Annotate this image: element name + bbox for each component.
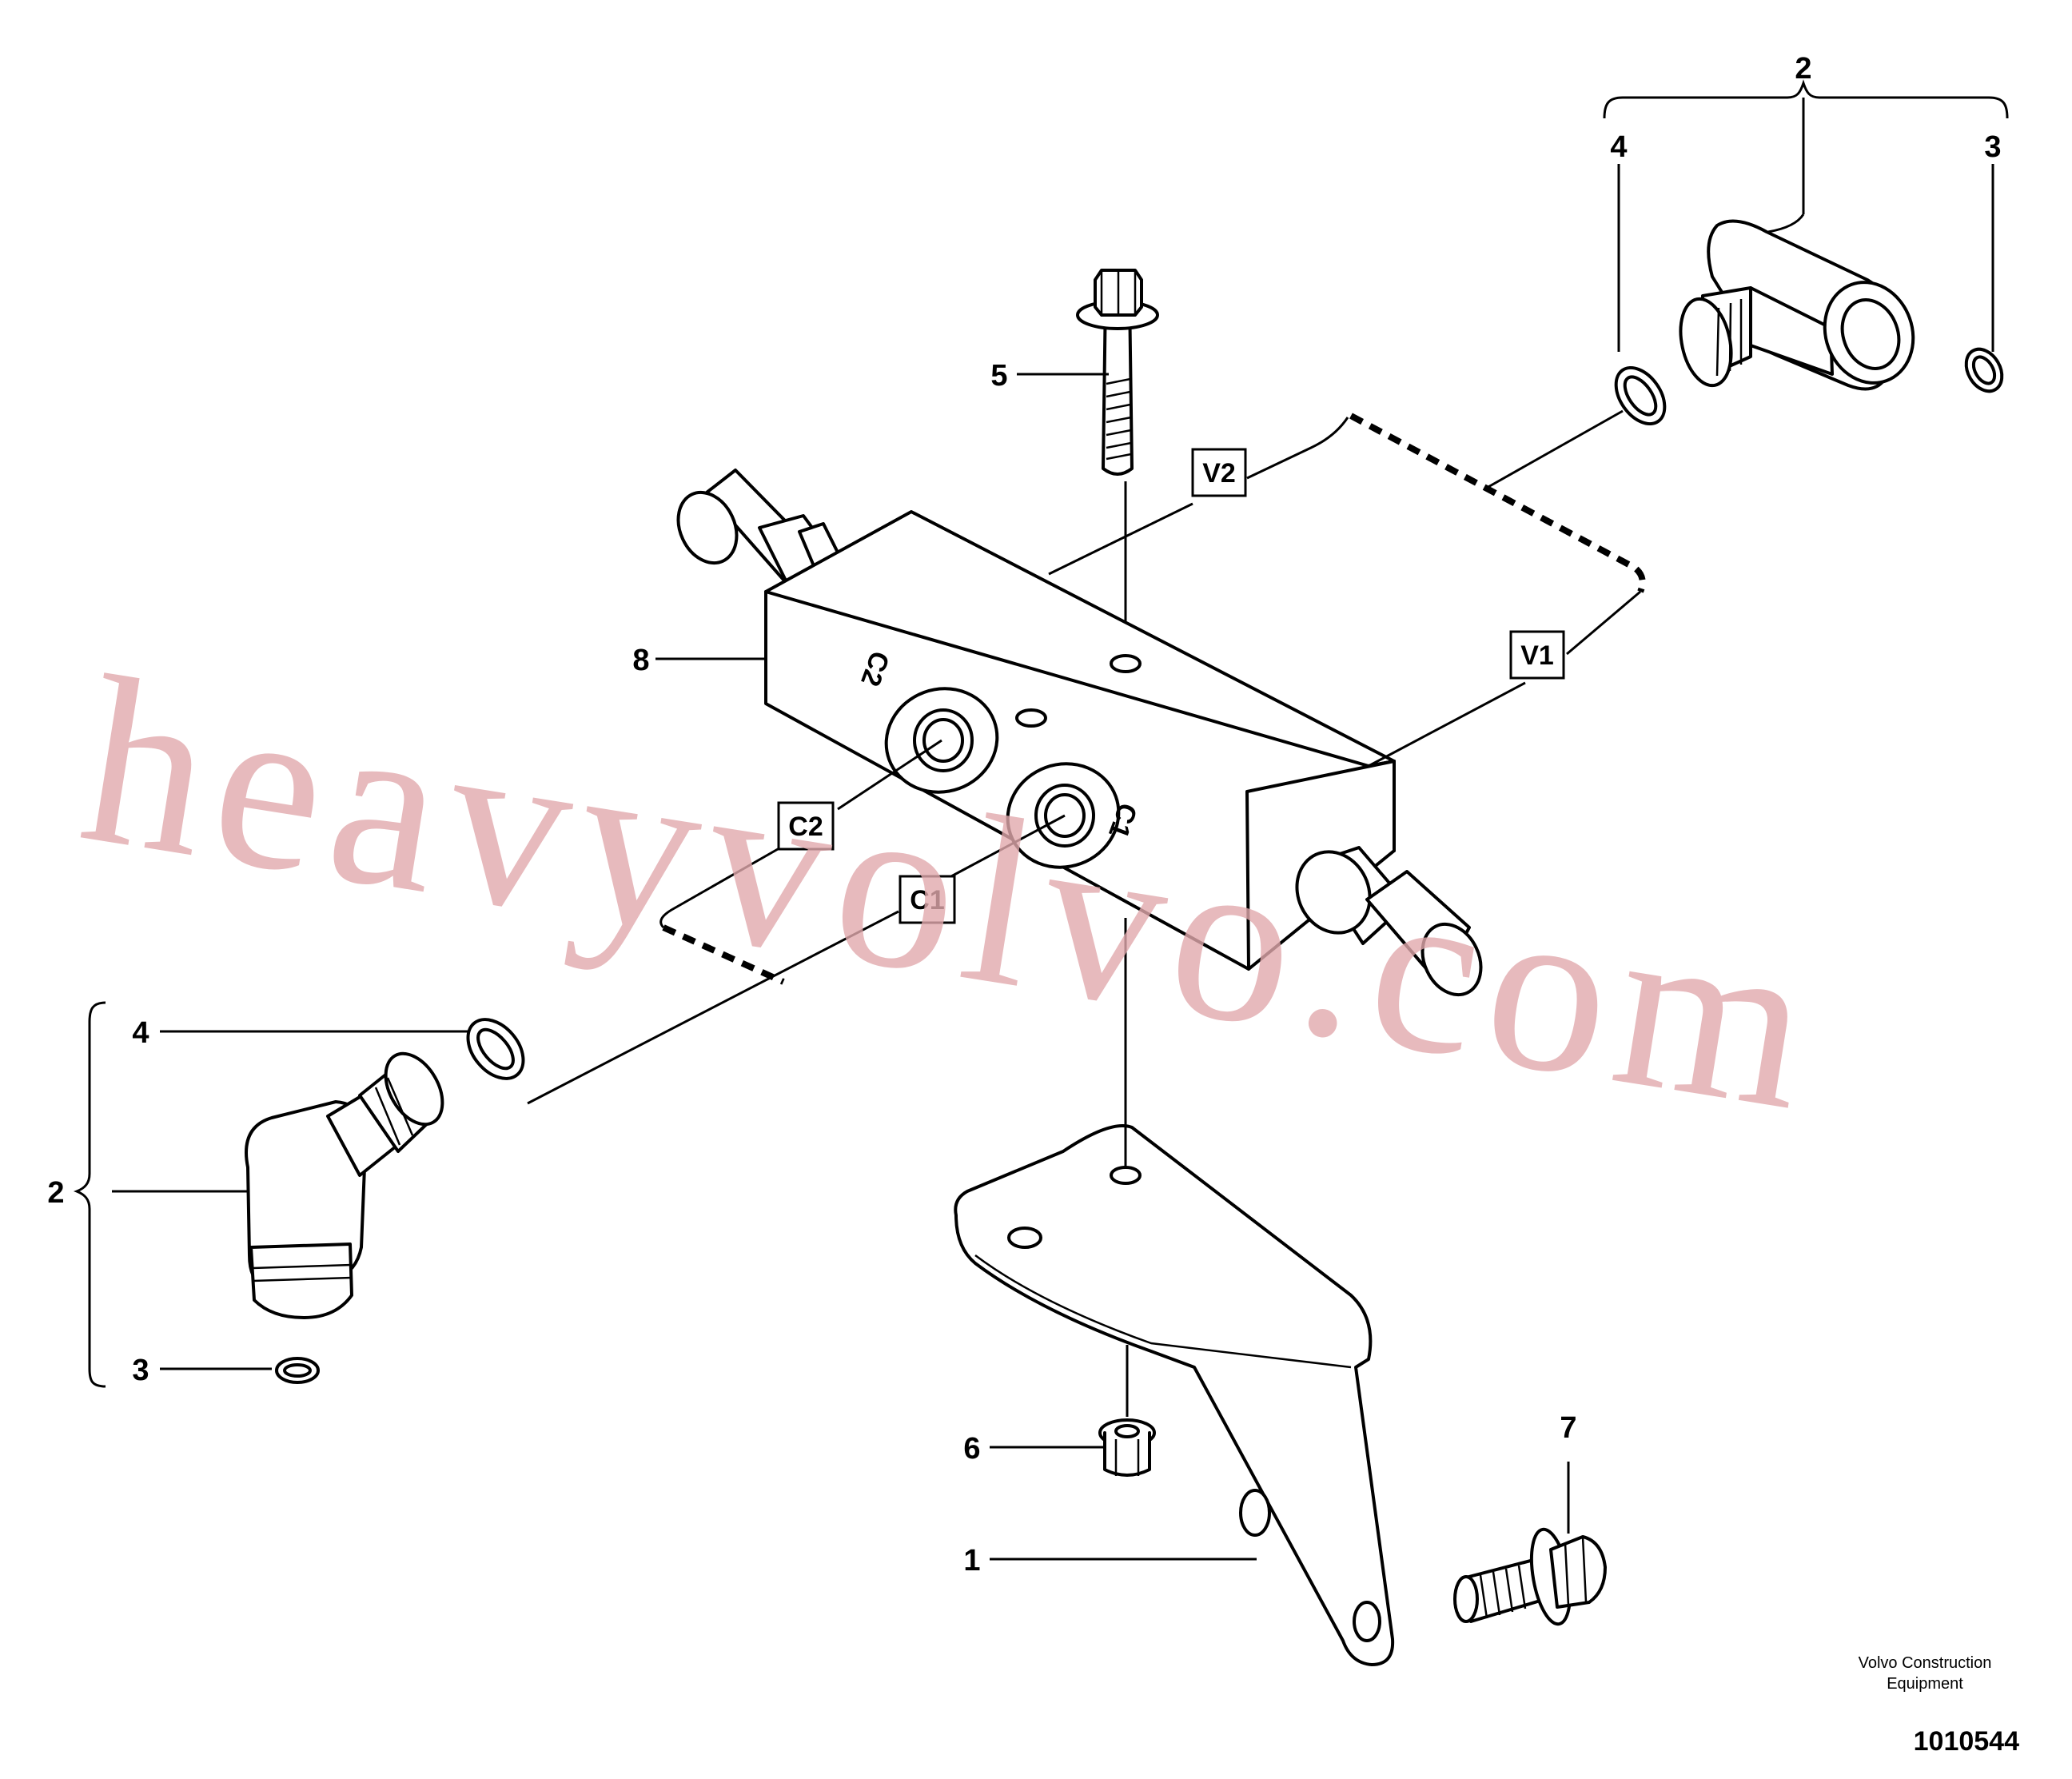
port-label-v1: V1: [1509, 630, 1565, 680]
port-c1-text: C1: [910, 885, 944, 915]
port-label-v2: V2: [1191, 448, 1247, 497]
callout-3-left: 3: [132, 1354, 149, 1387]
bolt-5: [1076, 269, 1159, 656]
footer-brand-line2: Equipment: [1887, 1675, 1963, 1693]
o-ring-3-left: [275, 1357, 320, 1384]
callout-5: 5: [990, 359, 1007, 393]
callout-1: 1: [963, 1544, 980, 1578]
bolt-7: [1453, 1527, 1607, 1626]
mounting-bracket-1: [954, 1124, 1395, 1666]
port-v2-text: V2: [1202, 458, 1236, 489]
figure-number: 1010544: [1913, 1726, 2019, 1757]
bracket-top-right: [1603, 79, 2009, 214]
leader-2-top: [1767, 213, 1805, 233]
callout-6: 6: [963, 1432, 980, 1466]
port-routing-c: [527, 739, 1066, 1105]
port-label-c2: C2: [777, 801, 835, 851]
bracket-left: [73, 1001, 106, 1388]
callout-2-left: 2: [47, 1176, 64, 1210]
port-label-c1: C1: [899, 875, 956, 924]
callout-3-top: 3: [1984, 130, 2001, 164]
callout-4-top: 4: [1610, 130, 1627, 164]
o-ring-4-left: [466, 1018, 525, 1080]
callout-4-left: 4: [132, 1016, 149, 1050]
footer-brand: Volvo Construction Equipment: [1821, 1653, 2029, 1694]
port-c2-text: C2: [788, 812, 823, 842]
elbow-fitting-left: [245, 1051, 444, 1319]
o-ring-4-top: [1614, 365, 1667, 426]
callout-2-top: 2: [1795, 52, 1811, 86]
elbow-fitting-top: [1679, 219, 1915, 391]
callout-7: 7: [1560, 1411, 1576, 1445]
port-v1-text: V1: [1520, 640, 1554, 671]
callout-8: 8: [632, 644, 649, 677]
footer-brand-line1: Volvo Construction: [1858, 1654, 1992, 1672]
valve-block-8: C2 C1: [676, 469, 1483, 997]
port-routing-v: [1048, 409, 1646, 768]
o-ring-3-top: [1964, 347, 2004, 393]
flange-nut-6: [1098, 1418, 1156, 1477]
